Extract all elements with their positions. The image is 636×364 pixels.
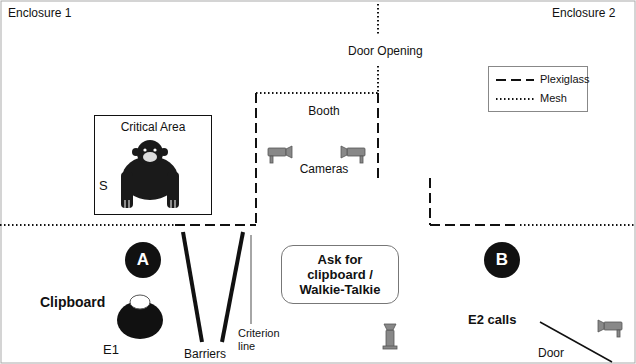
- instruction-box: Ask for clipboard / Walkie-Talkie: [281, 245, 399, 304]
- legend-text: Plexiglass: [540, 73, 590, 85]
- camera-label: Cameras: [256, 162, 392, 176]
- critical-area-box: Critical AreaS: [94, 115, 212, 215]
- position-marker: A: [125, 242, 161, 278]
- enclosure-label: Enclosure 1: [8, 6, 71, 20]
- position-marker: B: [484, 242, 520, 278]
- door-opening-label: Door Opening: [348, 44, 423, 58]
- legend-text: Mesh: [540, 92, 567, 104]
- caller-label: E2 calls: [468, 312, 516, 327]
- door-label: Door: [538, 346, 564, 360]
- subject-label: S: [99, 178, 215, 193]
- area-title: Critical Area: [95, 120, 211, 134]
- experimenter-label: E1: [103, 342, 119, 357]
- barriers-label: Barriers: [184, 347, 226, 361]
- marker-letter: A: [137, 250, 149, 270]
- area-title: Booth: [256, 104, 392, 118]
- criterion-label: Criterion line: [238, 327, 290, 352]
- clipboard-label: Clipboard: [40, 294, 105, 310]
- instruction-text: Ask for clipboard / Walkie-Talkie: [288, 252, 392, 297]
- booth-area: BoothCameras: [256, 98, 392, 222]
- legend-box: [488, 66, 588, 112]
- enclosure-label: Enclosure 2: [552, 6, 615, 20]
- marker-letter: B: [496, 250, 508, 270]
